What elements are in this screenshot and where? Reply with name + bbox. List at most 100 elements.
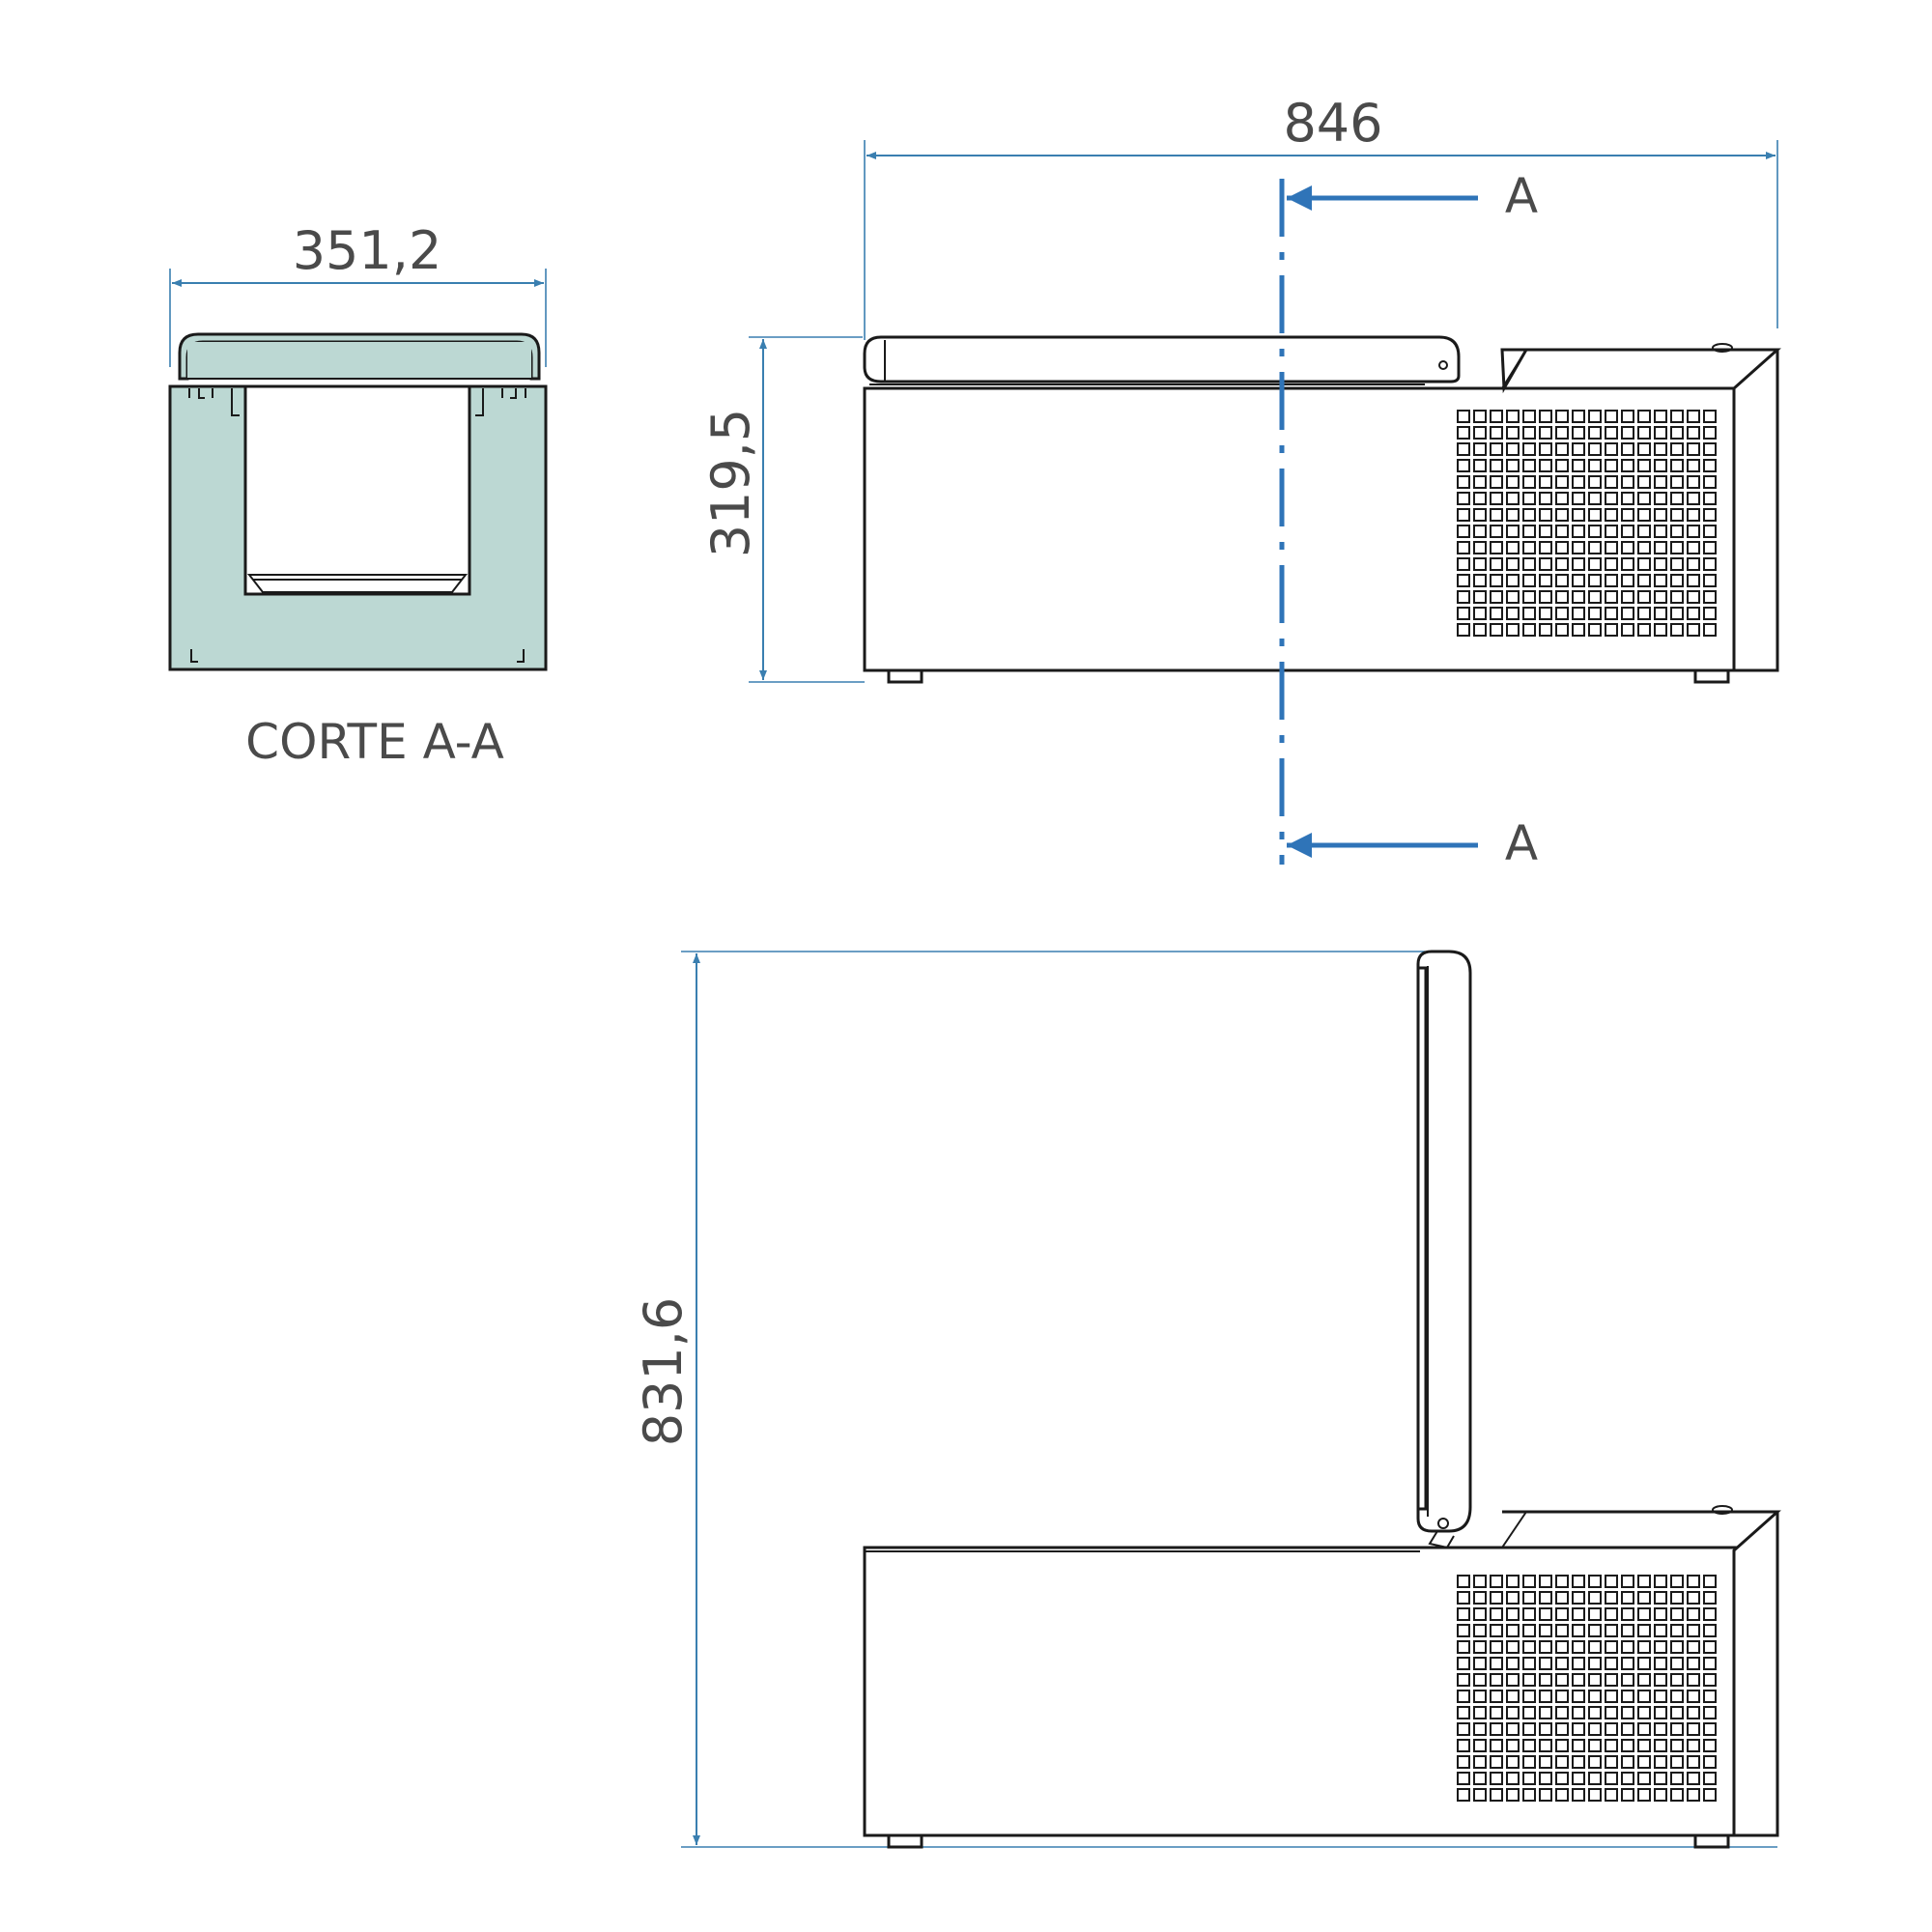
section-body [168, 384, 548, 671]
grille-slot [1490, 590, 1503, 604]
grille-slot [1687, 541, 1700, 554]
grille-slot [1555, 1788, 1569, 1802]
grille-slot [1588, 426, 1602, 440]
grille-slot [1572, 590, 1585, 604]
grille-slot [1522, 1575, 1536, 1588]
open-height-label: 831,6 [633, 1297, 694, 1447]
grille-slot [1637, 1640, 1651, 1654]
grille-slot [1654, 1722, 1667, 1736]
grille-slot [1670, 1739, 1684, 1752]
grille-slot [1637, 1706, 1651, 1719]
grille-slot [1457, 508, 1470, 522]
grille-slot [1621, 1607, 1634, 1621]
grille-slot [1522, 1722, 1536, 1736]
grille-slot [1621, 442, 1634, 456]
grille-slot [1605, 1772, 1618, 1785]
grille-slot [1522, 508, 1536, 522]
section-marker-top: A [1505, 168, 1538, 224]
cabinet-body [863, 386, 1779, 672]
grille-slot [1539, 607, 1552, 620]
grille-slot [1539, 1673, 1552, 1687]
grille-slot [1703, 1640, 1717, 1654]
grille-slot [1473, 1739, 1487, 1752]
grille-slot [1637, 410, 1651, 423]
grille-slot [1687, 1624, 1700, 1637]
grille-slot [1473, 607, 1487, 620]
grille-slot [1621, 590, 1634, 604]
grille-slot [1506, 1739, 1520, 1752]
lid-closed [863, 335, 1461, 384]
grille-slot [1490, 459, 1503, 472]
grille-slot [1670, 426, 1684, 440]
grille-slot [1670, 557, 1684, 571]
grille-slot [1539, 1739, 1552, 1752]
grille-slot [1457, 426, 1470, 440]
grille-slot [1572, 1575, 1585, 1588]
grille-slot [1506, 623, 1520, 637]
grille-slot [1687, 475, 1700, 489]
grille-slot [1621, 410, 1634, 423]
grille-slot [1588, 410, 1602, 423]
grille-slot [1637, 574, 1651, 587]
grille-slot [1506, 1788, 1520, 1802]
grille-slot [1588, 541, 1602, 554]
grille-slot [1490, 442, 1503, 456]
grille-slot [1670, 459, 1684, 472]
grille-slot [1588, 1607, 1602, 1621]
section-title: CORTE A-A [245, 714, 504, 770]
grille-slot [1703, 1788, 1717, 1802]
grille-slot [1687, 459, 1700, 472]
front-view-closed: 846 319,5 A A [700, 93, 1781, 871]
grille-slot [1522, 1673, 1536, 1687]
grille-slot [1654, 623, 1667, 637]
grille-slot [1457, 442, 1470, 456]
grille-slot [1687, 1739, 1700, 1752]
grille-slot [1457, 590, 1470, 604]
grille-slot [1473, 459, 1487, 472]
grille-slot [1637, 541, 1651, 554]
grille-slot [1621, 1624, 1634, 1637]
grille-slot [1539, 590, 1552, 604]
grille-slot [1687, 1788, 1700, 1802]
lid-open-glass-edge [1416, 966, 1428, 1511]
grille-slot [1621, 459, 1634, 472]
grille-slot [1473, 1640, 1487, 1654]
grille-slot [1539, 508, 1552, 522]
grille-slot [1555, 1607, 1569, 1621]
grille-slot [1605, 1591, 1618, 1605]
section-feet-marks [190, 649, 525, 663]
grille-slot [1687, 1706, 1700, 1719]
grille-slot [1473, 1690, 1487, 1703]
grille-slot [1555, 525, 1569, 538]
grille-slot [1572, 1657, 1585, 1670]
grille-slot [1621, 574, 1634, 587]
grille-slot [1703, 1624, 1717, 1637]
grille-slot [1703, 1722, 1717, 1736]
grille-slot [1687, 607, 1700, 620]
grille-slot [1490, 541, 1503, 554]
grille-slot [1670, 1690, 1684, 1703]
grille-slot [1506, 1755, 1520, 1769]
grille-slot [1522, 1607, 1536, 1621]
grille-slot [1621, 1657, 1634, 1670]
grille-slot [1670, 410, 1684, 423]
grille-slot [1572, 1739, 1585, 1752]
grille-slot [1473, 541, 1487, 554]
grille-slot [1637, 426, 1651, 440]
grille-slot [1490, 1591, 1503, 1605]
grille-slot [1654, 1624, 1667, 1637]
grille-slot [1605, 426, 1618, 440]
grille-slot [1506, 590, 1520, 604]
grille-slot [1621, 1706, 1634, 1719]
grille-slot [1687, 1591, 1700, 1605]
grille-slot [1588, 1690, 1602, 1703]
grille-slot [1522, 492, 1536, 505]
grille-slot [1637, 508, 1651, 522]
grille-slot [1555, 1624, 1569, 1637]
grille-slot [1588, 590, 1602, 604]
grille-slot [1621, 1673, 1634, 1687]
grille-slot [1605, 1607, 1618, 1621]
grille-slot [1572, 1673, 1585, 1687]
grille-slot [1654, 1657, 1667, 1670]
